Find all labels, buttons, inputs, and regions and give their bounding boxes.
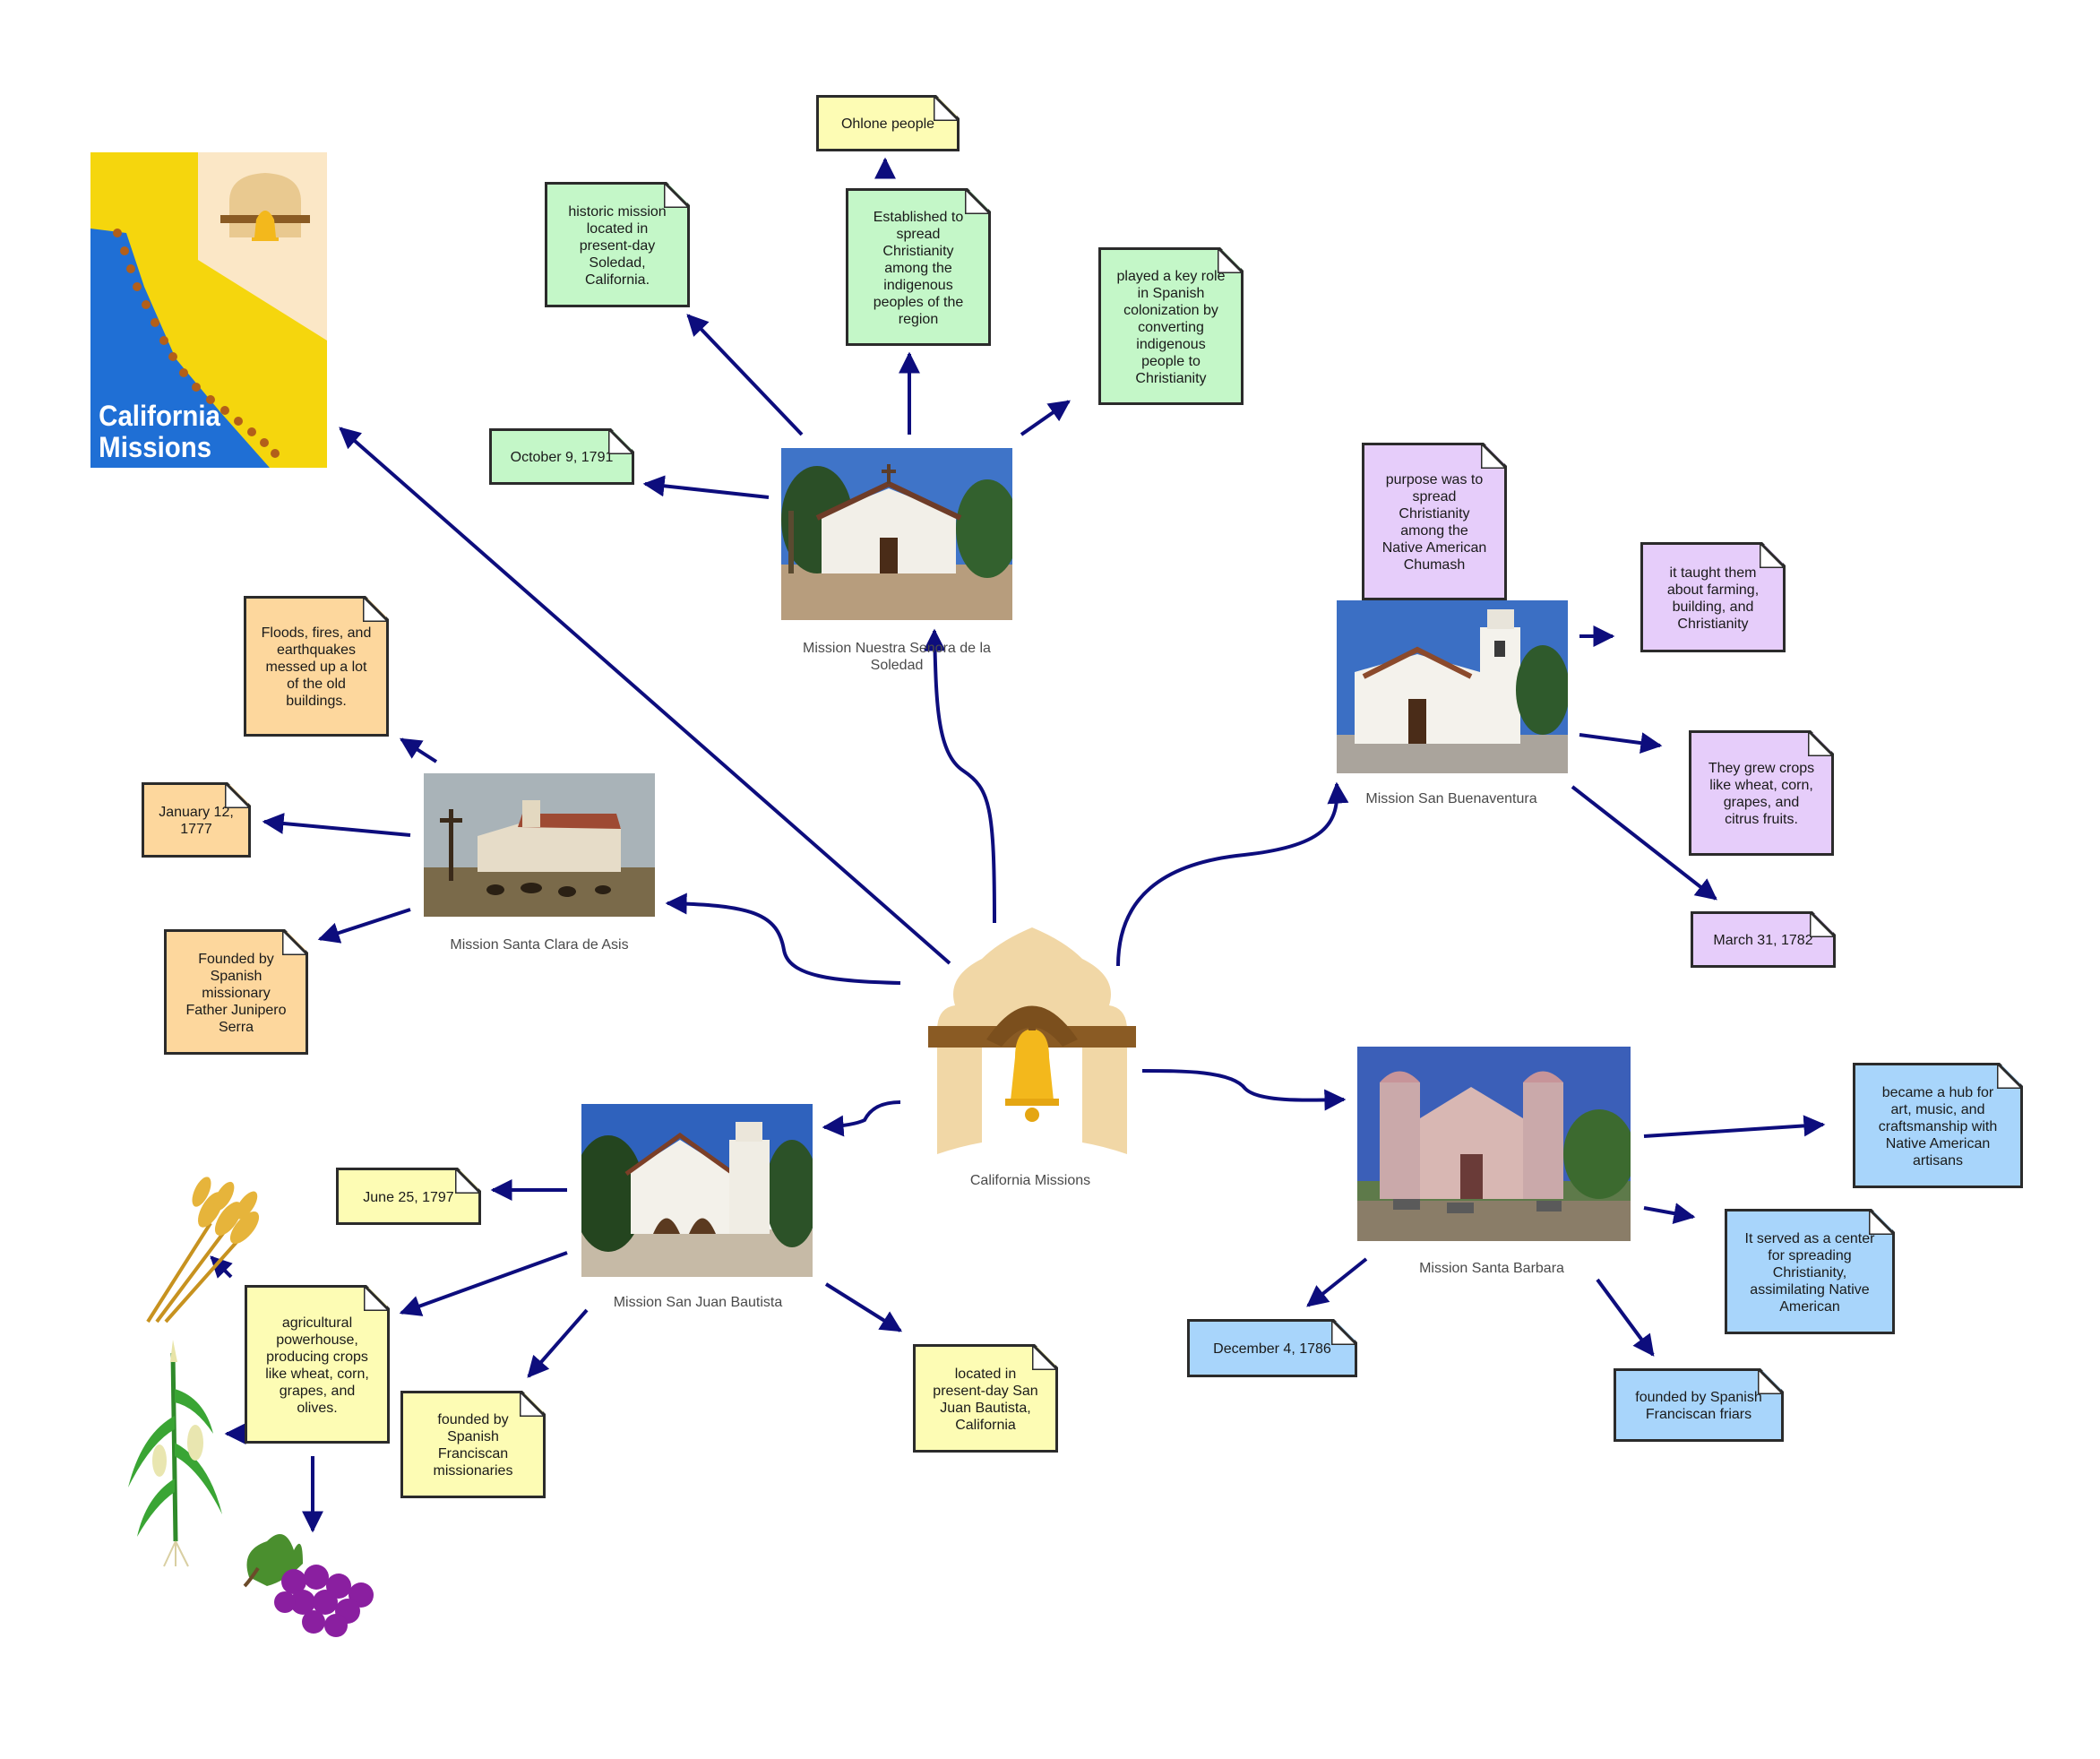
- arrow-center-to-cover: [339, 427, 951, 965]
- soledad-located-text: historic mission located in present-day …: [568, 203, 667, 288]
- buenaventura-caption: Mission San Buenaventura: [1365, 791, 1537, 806]
- buenaventura-photo[interactable]: [1337, 600, 1568, 773]
- arrow-agriculture-wheat: [210, 1255, 233, 1279]
- central-bell-icon[interactable]: [928, 923, 1136, 1154]
- santa-barbara-hub-text: became a hub for art, music, and craftsm…: [1878, 1084, 1998, 1168]
- buenaventura-crops-text: They grew crops like wheat, corn, grapes…: [1708, 761, 1815, 827]
- santa-barbara-founded-text: founded by Spanish Franciscan friars: [1635, 1390, 1762, 1422]
- san-juan-agriculture-text: agricultural powerhouse, producing crops…: [265, 1315, 369, 1416]
- soledad-purpose-text: Established to spread Christianity among…: [873, 209, 964, 327]
- buenaventura-date-text: March 31, 1782: [1713, 933, 1813, 948]
- santa-clara-founded-note[interactable]: Founded by Spanish missionary Father Jun…: [164, 929, 308, 1055]
- san-juan-date-note[interactable]: June 25, 1797: [336, 1168, 481, 1225]
- california-missions-cover: California Missions: [90, 152, 327, 468]
- center-label: California Missions: [969, 1173, 1091, 1188]
- soledad-caption: Mission Nuestra Senora de la Soledad: [803, 641, 991, 673]
- soledad-role-note[interactable]: played a key role in Spanish colonizatio…: [1098, 247, 1244, 405]
- buenaventura-purpose-note[interactable]: purpose was to spread Christianity among…: [1362, 443, 1507, 600]
- buenaventura-taught-note[interactable]: it taught them about farming, building, …: [1640, 542, 1786, 652]
- santa-clara-caption: Mission Santa Clara de Asis: [450, 937, 629, 953]
- soledad-ohlone-note[interactable]: Ohlone people: [816, 95, 960, 151]
- santa-clara-date-note[interactable]: January 12, 1777: [142, 782, 251, 858]
- soledad-photo[interactable]: [781, 448, 1012, 620]
- corn-plant-icon: [124, 1335, 227, 1568]
- santa-clara-disasters-text: Floods, fires, and earthquakes messed up…: [261, 625, 372, 709]
- santa-clara-founded-text: Founded by Spanish missionary Father Jun…: [185, 951, 287, 1035]
- santa-barbara-caption: Mission Santa Barbara: [1419, 1261, 1564, 1276]
- cover-title-line2: Missions: [99, 431, 211, 463]
- cover-title-line1: California: [99, 400, 221, 432]
- arrow-santa-barbara-hub: [1643, 1115, 1826, 1138]
- arrow-san-juan-located: [824, 1282, 903, 1332]
- arrow-soledad-date: [642, 475, 770, 499]
- arrow-soledad-located: [686, 314, 804, 436]
- santa-clara-painting[interactable]: [424, 773, 655, 917]
- buenaventura-purpose-text: purpose was to spread Christianity among…: [1381, 472, 1487, 573]
- buenaventura-date-note[interactable]: March 31, 1782: [1691, 911, 1836, 968]
- arrow-santa-clara-founded: [317, 908, 411, 944]
- arrow-center-to-soledad: [924, 629, 996, 924]
- arrow-santa-clara-disasters: [399, 737, 438, 763]
- san-juan-located-note[interactable]: located in present-day San Juan Bautista…: [913, 1344, 1058, 1453]
- arrow-center-to-san-juan: [822, 1100, 901, 1137]
- santa-clara-date-text: January 12, 1777: [159, 805, 234, 837]
- buenaventura-taught-text: it taught them about farming, building, …: [1666, 565, 1760, 632]
- arrow-soledad-role: [1020, 400, 1071, 436]
- soledad-date-text: October 9, 1791: [510, 450, 614, 465]
- arrow-santa-clara-date: [262, 813, 411, 837]
- arrow-santa-barbara-date: [1306, 1257, 1368, 1307]
- arrow-buenaventura-date: [1571, 785, 1717, 901]
- arrow-buenaventura-crops: [1579, 732, 1663, 754]
- santa-barbara-hub-note[interactable]: became a hub for art, music, and craftsm…: [1853, 1063, 2023, 1188]
- san-juan-agriculture-note[interactable]: agricultural powerhouse, producing crops…: [245, 1285, 390, 1444]
- arrow-santa-barbara-center: [1643, 1203, 1696, 1224]
- arrow-center-to-santa-barbara: [1141, 1069, 1347, 1111]
- san-juan-photo[interactable]: [581, 1104, 813, 1277]
- santa-barbara-photo[interactable]: [1357, 1047, 1631, 1241]
- soledad-located-note[interactable]: historic mission located in present-day …: [545, 182, 690, 307]
- santa-barbara-center-text: It served as a center for spreading Chri…: [1744, 1230, 1875, 1315]
- grapes-icon: [231, 1514, 388, 1640]
- santa-barbara-date-note[interactable]: December 4, 1786: [1187, 1319, 1357, 1377]
- arrow-san-juan-agriculture: [399, 1251, 568, 1316]
- santa-barbara-date-text: December 4, 1786: [1213, 1341, 1331, 1357]
- buenaventura-crops-note[interactable]: They grew crops like wheat, corn, grapes…: [1689, 730, 1834, 856]
- san-juan-date-text: June 25, 1797: [363, 1189, 454, 1205]
- arrow-san-juan-founded: [527, 1308, 589, 1378]
- arrow-center-to-santa-clara: [665, 892, 901, 985]
- soledad-date-note[interactable]: October 9, 1791: [489, 428, 634, 485]
- arrow-santa-barbara-founded: [1596, 1278, 1655, 1357]
- soledad-ohlone-text: Ohlone people: [840, 116, 935, 132]
- arrow-center-to-buenaventura: [1116, 781, 1349, 967]
- santa-barbara-founded-note[interactable]: founded by Spanish Franciscan friars: [1614, 1368, 1784, 1442]
- san-juan-founded-text: founded by Spanish Franciscan missionari…: [433, 1412, 513, 1479]
- wheat-icon: [139, 1169, 264, 1326]
- san-juan-founded-note[interactable]: founded by Spanish Franciscan missionari…: [400, 1391, 546, 1498]
- santa-barbara-center-note[interactable]: It served as a center for spreading Chri…: [1725, 1209, 1895, 1334]
- san-juan-located-text: located in present-day San Juan Bautista…: [933, 1366, 1038, 1433]
- san-juan-caption: Mission San Juan Bautista: [613, 1295, 783, 1310]
- santa-clara-disasters-note[interactable]: Floods, fires, and earthquakes messed up…: [244, 596, 389, 737]
- soledad-role-text: played a key role in Spanish colonizatio…: [1116, 268, 1226, 386]
- soledad-purpose-note[interactable]: Established to spread Christianity among…: [846, 188, 991, 346]
